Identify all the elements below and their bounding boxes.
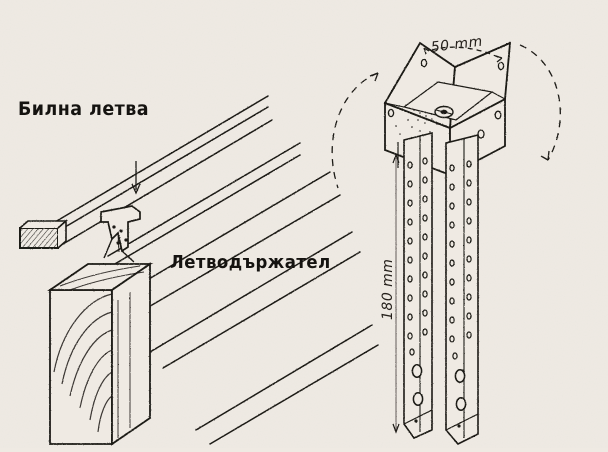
batten-cross-section [19, 219, 69, 249]
base-plate-shading [395, 109, 447, 135]
wood-growth-rings [53, 293, 113, 433]
left-strap-large-holes [411, 364, 424, 406]
center-bolt [434, 105, 454, 119]
dimension-label-height: 180 mm [380, 258, 396, 320]
label-batten-holder: Летводържател [170, 252, 331, 273]
rotation-arc-left [331, 72, 379, 189]
leader-arrow-holder [131, 161, 141, 195]
right-perforated-strap [445, 133, 479, 445]
rotation-arc-right [519, 44, 561, 161]
left-strap-holes [407, 157, 428, 356]
batten-holder-clip [100, 205, 141, 263]
cup-screw-holes [387, 58, 505, 139]
side-face-grain [117, 292, 131, 438]
right-strap-large-holes [454, 369, 467, 411]
dimension-line-width [423, 46, 503, 63]
timber-beam-end [47, 262, 153, 446]
clip-fastener-dots [112, 225, 128, 245]
label-ridge-batten: Билна летва [18, 98, 150, 120]
top-face-grain [59, 265, 145, 291]
right-detail-group [331, 41, 561, 445]
left-detail-group [19, 95, 379, 446]
rafter-lines [54, 95, 379, 445]
right-strap-holes [449, 160, 472, 360]
left-perforated-strap [403, 131, 433, 439]
